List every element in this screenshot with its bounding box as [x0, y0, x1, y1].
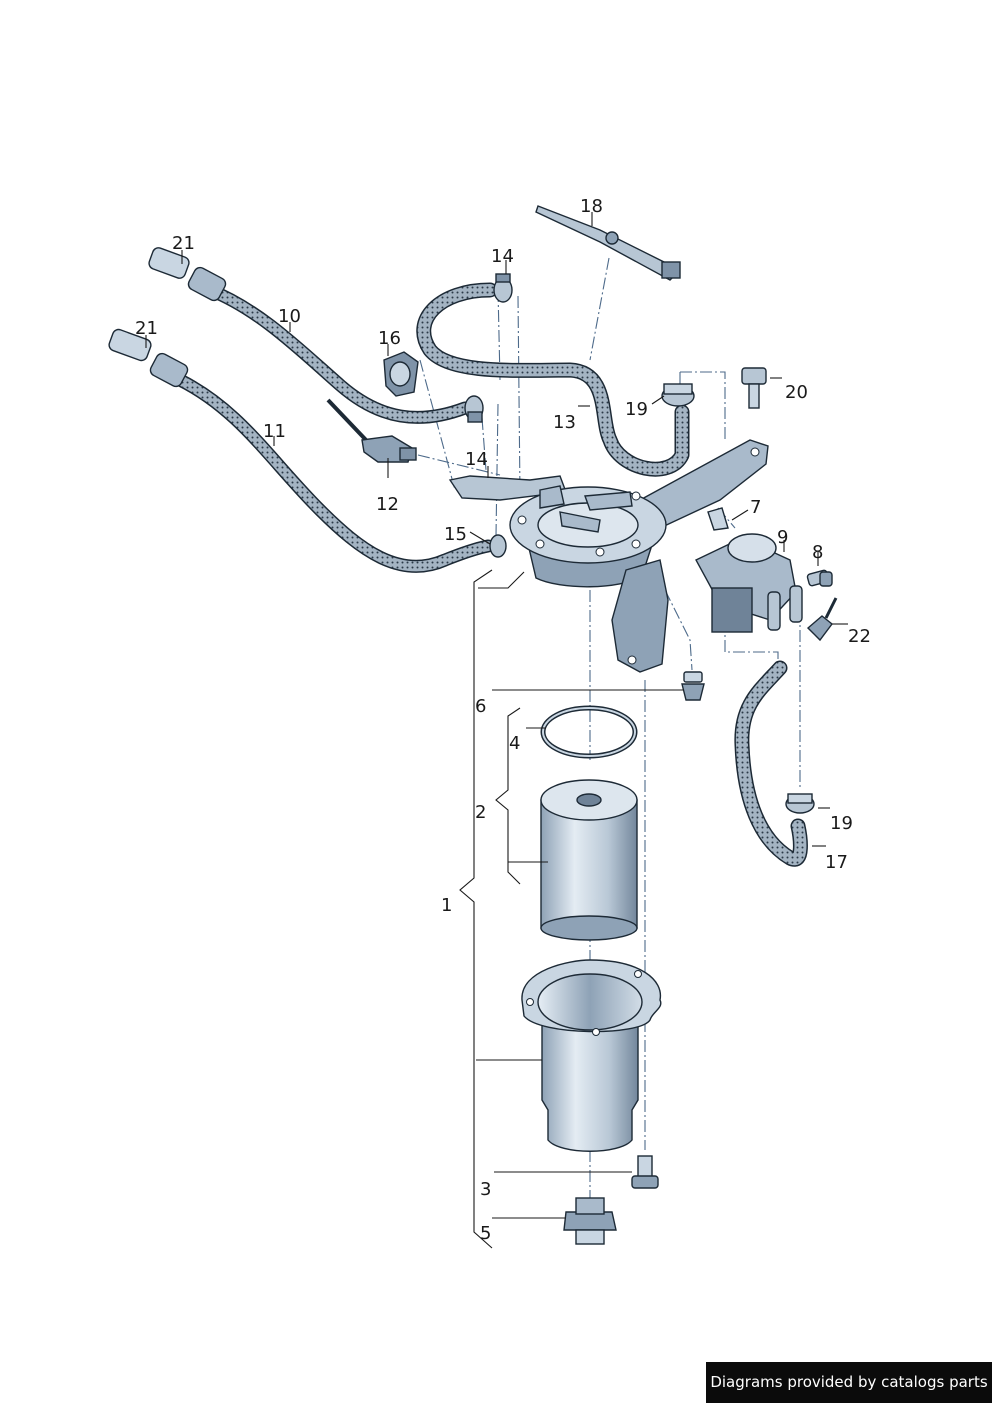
- mounting-bracket: [448, 439, 769, 529]
- callout-10: 10: [278, 306, 301, 327]
- drain-plug-5: [563, 1197, 617, 1245]
- callout-2: 2: [475, 802, 486, 823]
- callout-4: 4: [509, 733, 520, 754]
- callout-1: 1: [441, 895, 452, 916]
- filter-head: [509, 485, 669, 673]
- filter-element-2: [540, 779, 638, 941]
- callout-22: 22: [848, 626, 871, 647]
- callout-11: 11: [263, 421, 286, 442]
- callout-6: 6: [475, 696, 486, 717]
- brace-1: [459, 569, 493, 1249]
- callout-3: 3: [480, 1179, 491, 1200]
- hose-end-21-upper: [148, 247, 227, 302]
- holder-16: [383, 351, 419, 397]
- callout-13: 13: [553, 412, 576, 433]
- sensor-12: [326, 398, 417, 463]
- clamp-14-mid: [464, 395, 484, 423]
- callout-21-upper: 21: [172, 233, 195, 254]
- callout-16: 16: [378, 328, 401, 349]
- filter-housing: [521, 959, 662, 1152]
- callout-21-lower: 21: [135, 318, 158, 339]
- callout-8: 8: [812, 542, 823, 563]
- callout-15: 15: [444, 524, 467, 545]
- callout-9: 9: [777, 527, 788, 548]
- callout-5: 5: [480, 1223, 491, 1244]
- clamp-14-top: [493, 273, 513, 303]
- callout-19-upper: 19: [625, 399, 648, 420]
- bolt-20: [741, 367, 767, 409]
- callout-17: 17: [825, 852, 848, 873]
- callout-18: 18: [580, 196, 603, 217]
- hose-11: [173, 373, 495, 573]
- leader-lines: [145, 212, 848, 1219]
- valve-9: [695, 533, 803, 633]
- callout-19-lower: 19: [830, 813, 853, 834]
- connector-22: [806, 597, 838, 642]
- bolt-8: [806, 569, 833, 587]
- callout-12: 12: [376, 494, 399, 515]
- callout-14-top: 14: [491, 246, 514, 267]
- hose-13: [416, 282, 690, 477]
- clip-7: [707, 507, 729, 531]
- hose-17: [734, 660, 808, 867]
- seal-ring-4: [540, 705, 638, 759]
- cable-tie-18: [535, 205, 681, 281]
- callout-14-mid: 14: [465, 449, 488, 470]
- alignment-lines: [417, 257, 801, 1205]
- callout-20: 20: [785, 382, 808, 403]
- clamp-15: [489, 534, 507, 558]
- callout-7: 7: [750, 497, 761, 518]
- hose-10: [203, 283, 472, 424]
- screw-6: [681, 671, 705, 701]
- brace-2: [495, 707, 521, 885]
- credit-banner: Diagrams provided by catalogs parts: [706, 1362, 992, 1403]
- bolt-3: [631, 1155, 659, 1189]
- hose-end-21-lower: [108, 328, 189, 388]
- clamp-19-lower: [785, 793, 815, 814]
- clamp-19-upper: [661, 383, 695, 407]
- callout-labels: 21 21 10 11 16 12 14 14 15 18 13 19 20 7…: [135, 196, 871, 1244]
